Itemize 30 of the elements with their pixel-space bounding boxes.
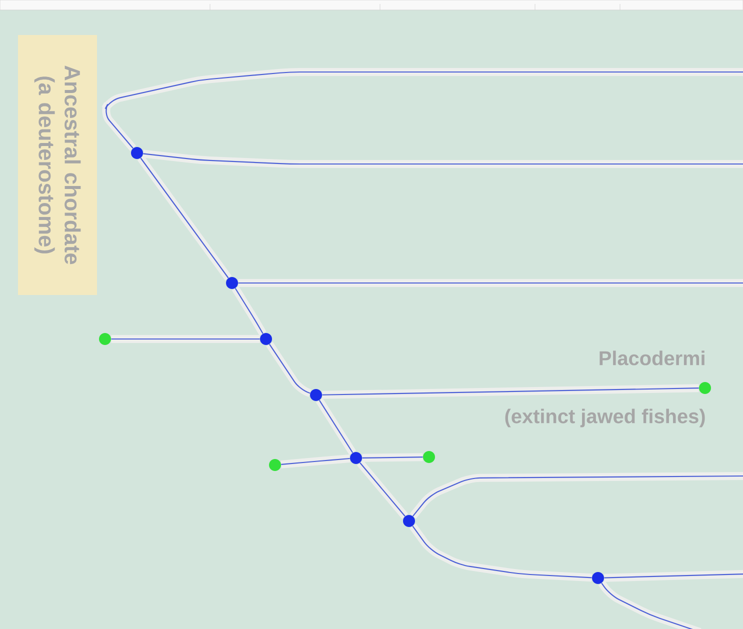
tree-branch xyxy=(232,286,266,336)
tree-branch xyxy=(598,580,702,629)
branch-point xyxy=(350,452,362,464)
branch-point xyxy=(99,333,111,345)
tree-branch xyxy=(137,156,232,280)
taxon-label: Placodermi xyxy=(600,350,704,366)
tree-branch xyxy=(322,384,699,399)
tree-branch xyxy=(280,454,350,468)
branch-point xyxy=(699,382,711,394)
tree-branch xyxy=(316,398,356,455)
tree-branch xyxy=(409,524,592,582)
tree-branch xyxy=(362,453,423,462)
branch-point xyxy=(592,572,604,584)
branch-point xyxy=(310,389,322,401)
branch-point xyxy=(423,451,435,463)
tree-branch xyxy=(238,279,743,287)
label-box: Ancestral chordate (a deuterostome) xyxy=(18,35,97,295)
tree-branch xyxy=(142,150,743,168)
branch-point xyxy=(269,459,281,471)
tree-branch xyxy=(410,472,743,519)
tree-branch xyxy=(356,460,408,519)
tree-branch xyxy=(266,342,314,397)
taxon-label: (extinct jawed fishes) xyxy=(505,408,705,428)
tree-branch xyxy=(101,68,743,151)
branch-point xyxy=(131,147,143,159)
branch-point xyxy=(260,333,272,345)
tree-branch xyxy=(111,335,260,343)
branch-point xyxy=(403,515,415,527)
branch-point xyxy=(226,277,238,289)
tree-branch xyxy=(604,570,743,582)
